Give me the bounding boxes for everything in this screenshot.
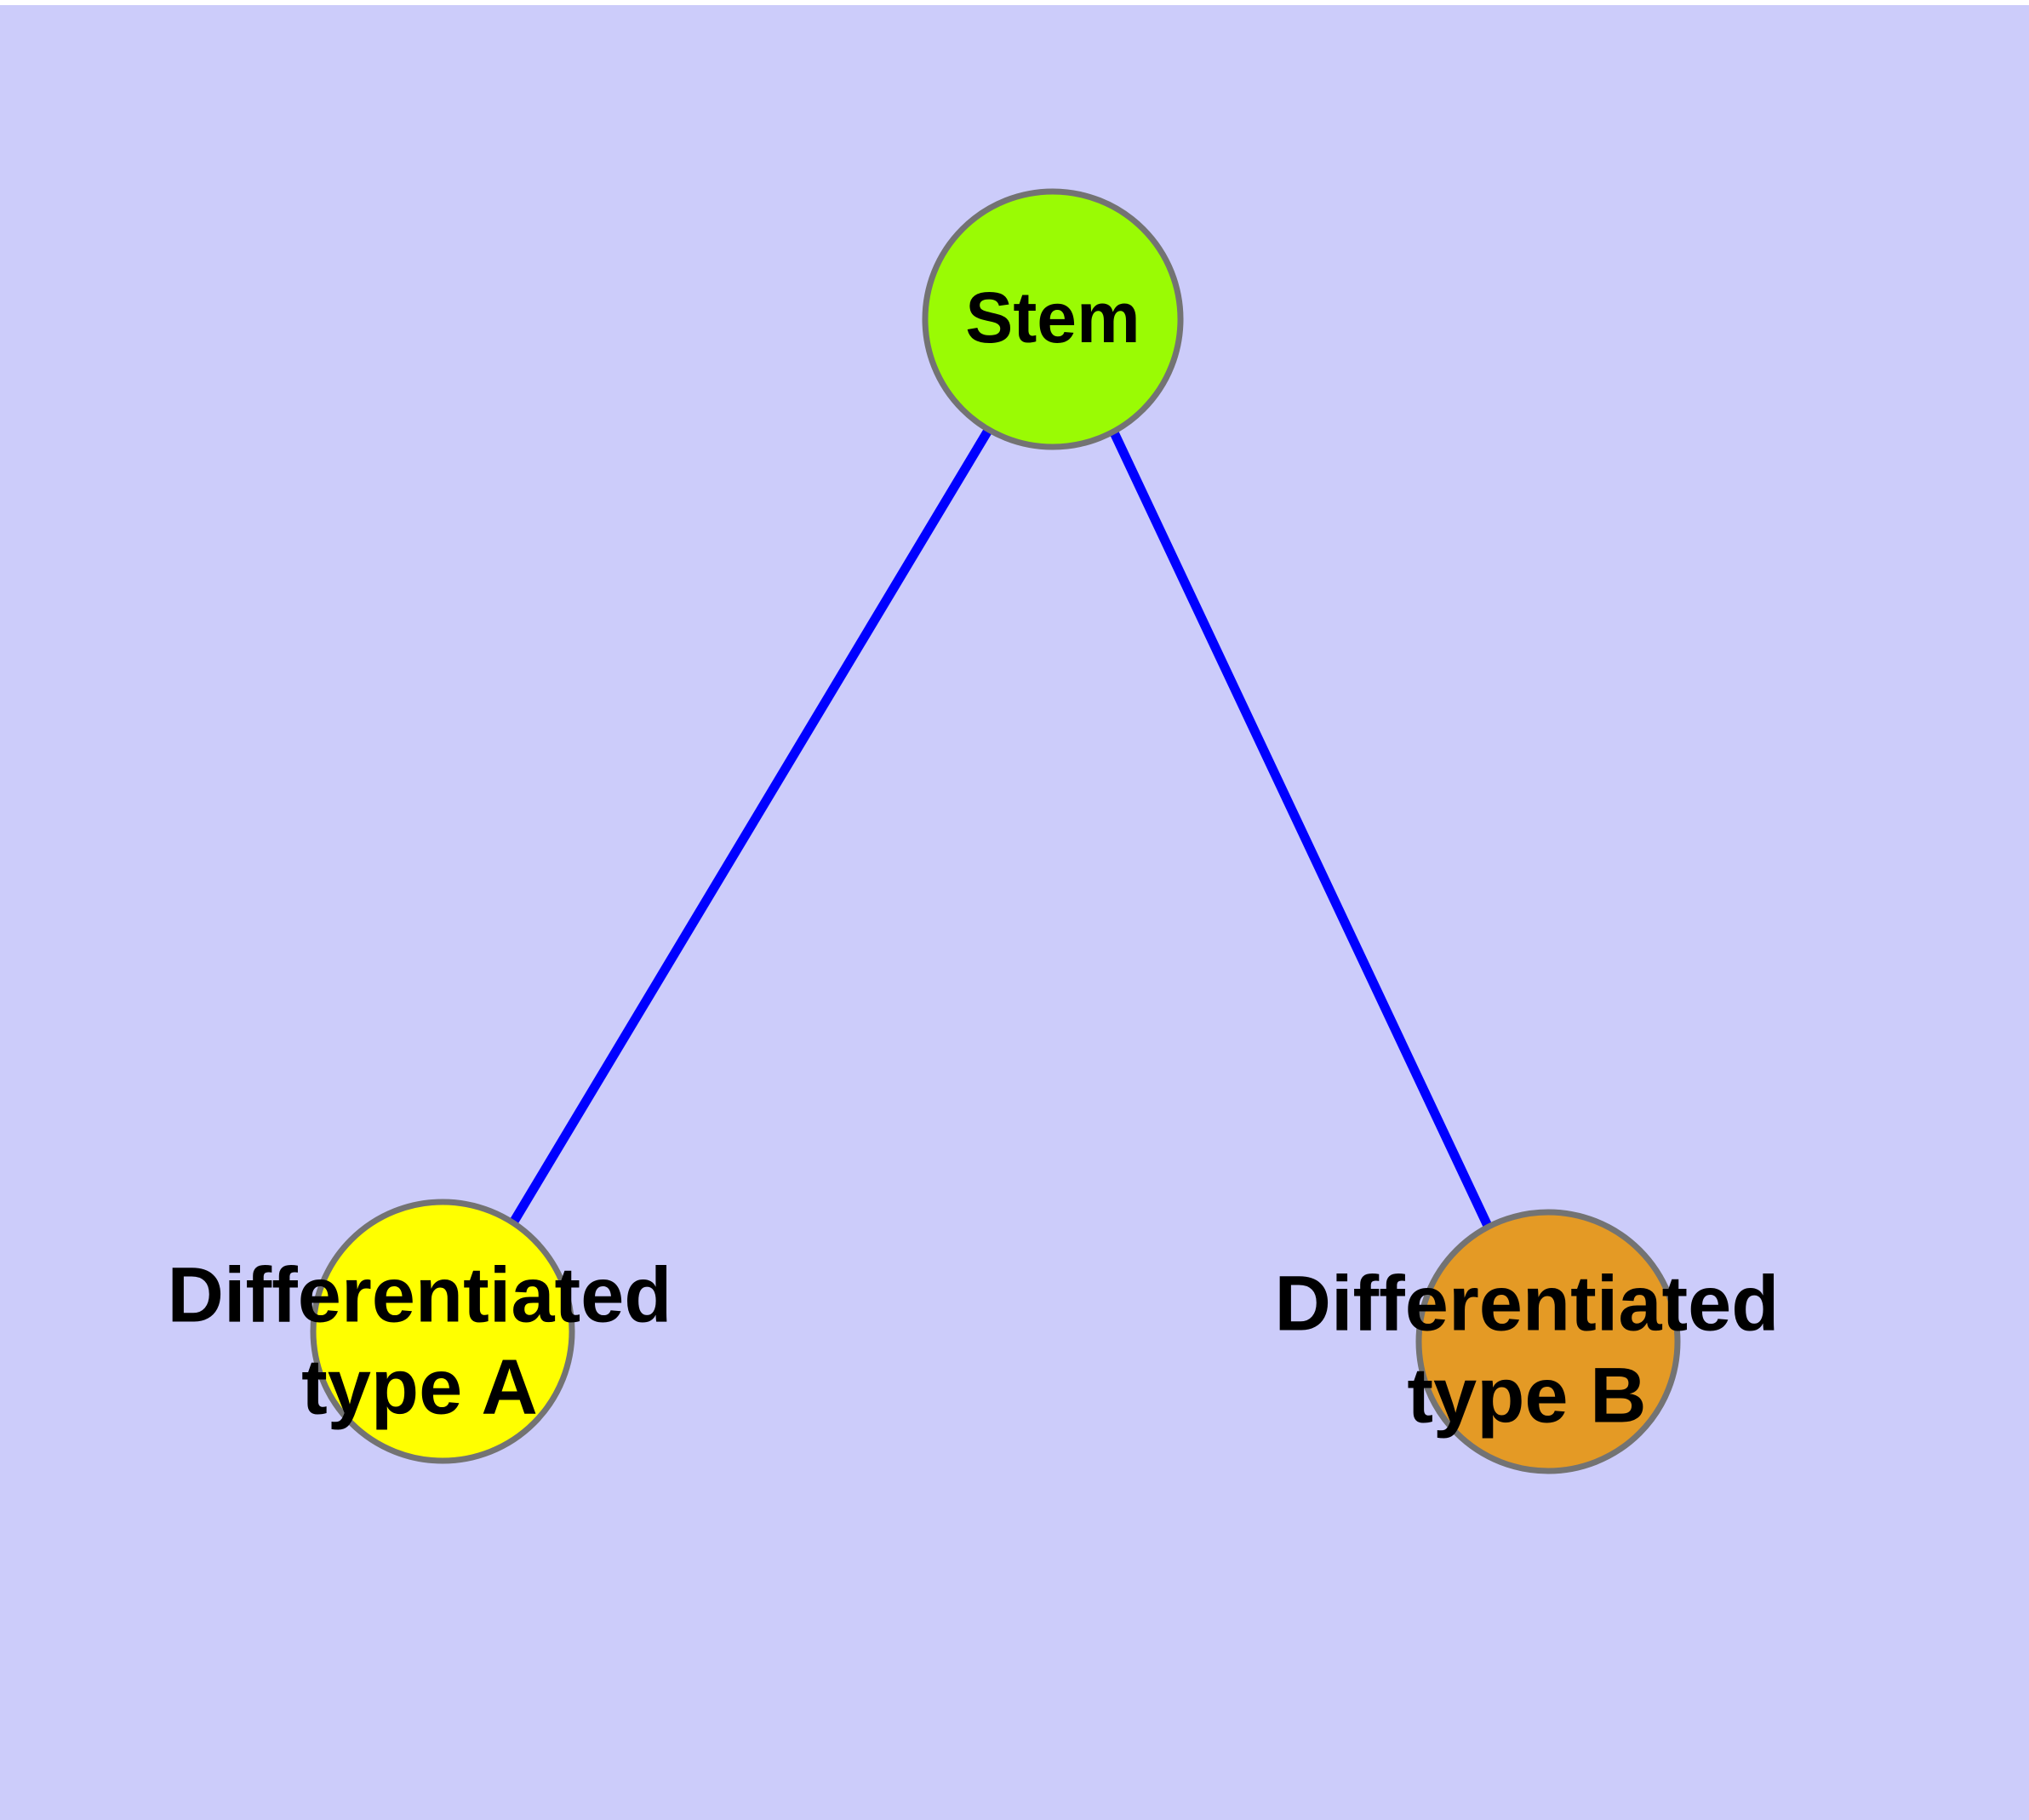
node-stem-circle[interactable] xyxy=(922,188,1184,450)
node-differentiated-type-a-label-line2: type A xyxy=(301,1343,538,1430)
node-differentiated-type-b[interactable]: Differentiated type B xyxy=(1275,1209,1780,1474)
node-stem-label: Stem xyxy=(965,278,1140,358)
node-differentiated-type-b-circle[interactable] xyxy=(1415,1209,1681,1474)
node-differentiated-type-b-label-line2: type B xyxy=(1407,1352,1646,1439)
node-stem[interactable]: Stem xyxy=(922,188,1184,450)
node-differentiated-type-b-label-line1: Differentiated xyxy=(1275,1260,1780,1347)
edge-stem-to-differentiated-type-a[interactable] xyxy=(506,426,993,1231)
edge-layer xyxy=(506,426,1492,1231)
node-differentiated-type-a-label-line1: Differentiated xyxy=(168,1251,672,1338)
node-differentiated-type-a[interactable]: Differentiated type A xyxy=(168,1199,672,1464)
node-differentiated-type-a-circle[interactable] xyxy=(310,1199,575,1464)
edge-stem-to-differentiated-type-b[interactable] xyxy=(1109,428,1492,1228)
